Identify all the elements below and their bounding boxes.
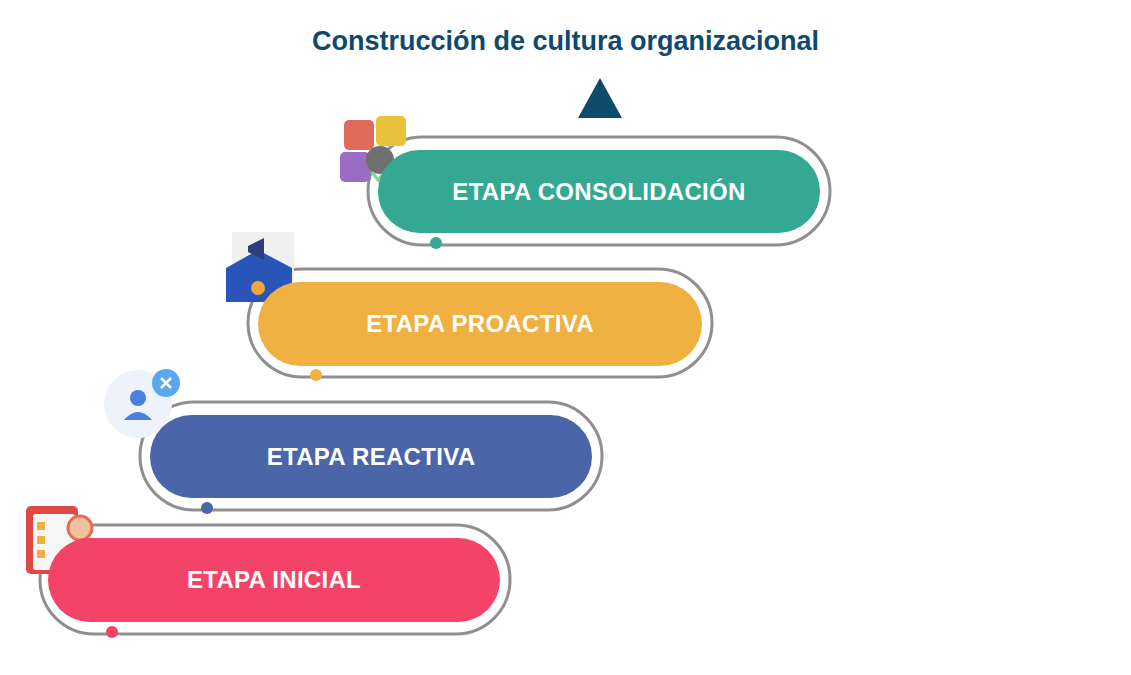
band-outline (368, 137, 830, 245)
stage-band: ETAPA INICIAL (48, 538, 500, 622)
band-outline (40, 525, 510, 634)
stage-band: ETAPA CONSOLIDACIÓN (378, 150, 820, 233)
dot (310, 369, 322, 381)
stage-label: ETAPA REACTIVA (267, 443, 476, 471)
band-outline (248, 269, 712, 377)
band-outline (140, 402, 602, 510)
stage-label: ETAPA PROACTIVA (366, 310, 594, 338)
dot (106, 626, 118, 638)
arrow-head (578, 78, 622, 118)
dot (201, 502, 213, 514)
dot (430, 237, 442, 249)
stage-band: ETAPA REACTIVA (150, 415, 592, 498)
stage-label: ETAPA INICIAL (187, 566, 361, 594)
stage-label: ETAPA CONSOLIDACIÓN (452, 178, 745, 206)
stage-band: ETAPA PROACTIVA (258, 282, 702, 366)
title: Construcción de cultura organizacional (0, 26, 1131, 57)
